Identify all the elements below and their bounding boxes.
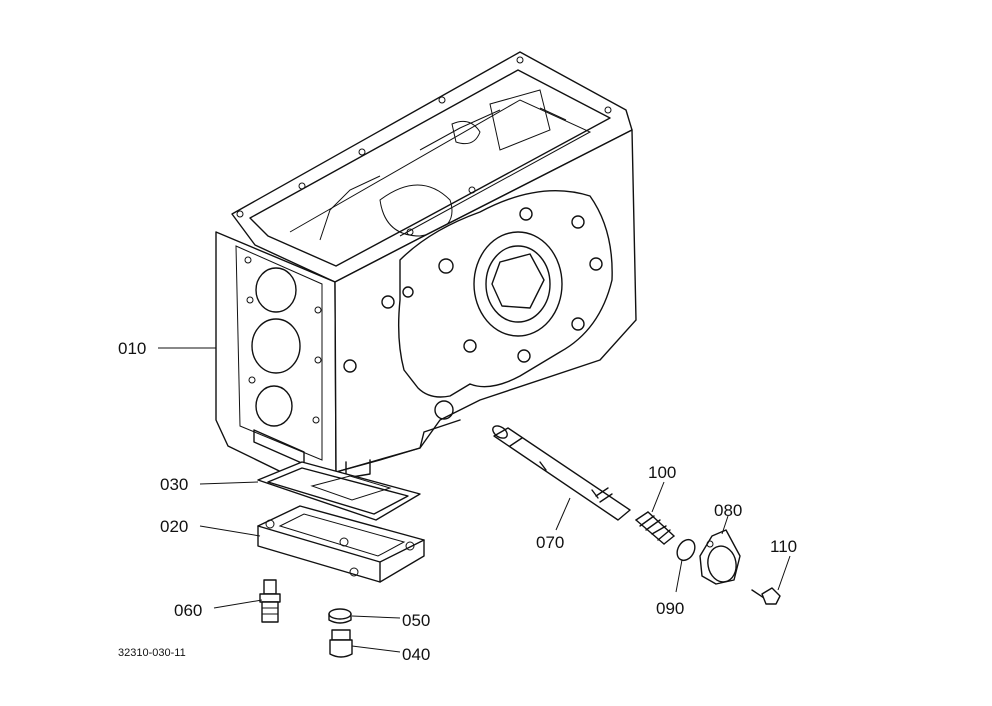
part-020-cover-plate bbox=[257, 505, 425, 583]
part-060-breather-fitting bbox=[259, 579, 281, 623]
callout-090: 090 bbox=[656, 599, 684, 618]
callout-060: 060 bbox=[174, 601, 202, 620]
part-010-transmission-case bbox=[215, 51, 637, 485]
callout-010: 010 bbox=[118, 339, 146, 358]
part-110-bolt bbox=[751, 587, 781, 605]
callout-040: 040 bbox=[402, 645, 430, 664]
part-090-o-ring bbox=[676, 538, 696, 562]
callout-100: 100 bbox=[648, 463, 676, 482]
part-080-cap bbox=[699, 529, 741, 585]
figure-code: 32310-030-11 bbox=[118, 647, 186, 659]
leader-lines bbox=[158, 347, 791, 653]
callout-050: 050 bbox=[402, 611, 430, 630]
callout-080: 080 bbox=[714, 501, 742, 520]
callout-020: 020 bbox=[160, 517, 188, 536]
part-050-washer bbox=[328, 608, 352, 624]
callout-070: 070 bbox=[536, 533, 564, 552]
callout-030: 030 bbox=[160, 475, 188, 494]
part-100-spring bbox=[635, 511, 675, 545]
callout-110: 110 bbox=[770, 537, 797, 556]
part-040-drain-plug bbox=[329, 629, 353, 658]
part-030-gasket bbox=[257, 461, 421, 521]
part-070-shaft bbox=[492, 425, 631, 521]
